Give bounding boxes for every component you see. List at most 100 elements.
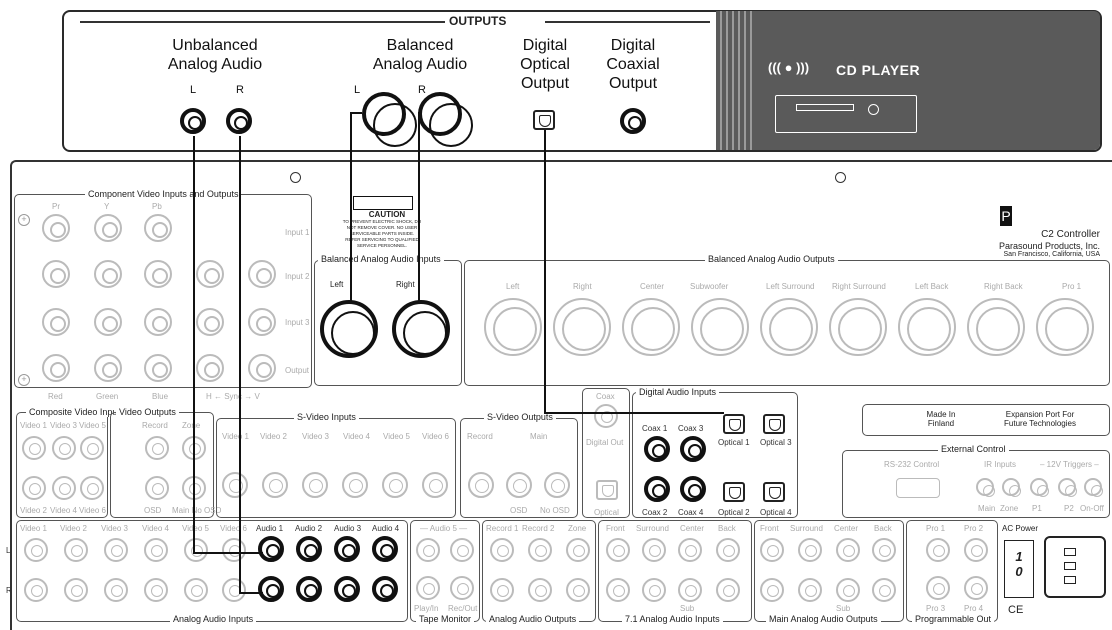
digital-out-coax-jack[interactable] bbox=[594, 404, 618, 428]
component-jack[interactable] bbox=[42, 214, 70, 242]
optical-input[interactable] bbox=[763, 482, 785, 502]
balanced-output-xlr[interactable] bbox=[622, 298, 680, 356]
main-out-jack[interactable] bbox=[836, 538, 860, 562]
prog-jack[interactable] bbox=[964, 576, 988, 600]
analog-in-jack[interactable] bbox=[334, 536, 360, 562]
balanced-output-xlr[interactable] bbox=[967, 298, 1025, 356]
main-out-jack[interactable] bbox=[798, 538, 822, 562]
seven-one-jack[interactable] bbox=[678, 578, 702, 602]
balanced-input-left[interactable] bbox=[320, 300, 378, 358]
composite-jack[interactable] bbox=[52, 476, 76, 500]
balanced-output-xlr[interactable] bbox=[760, 298, 818, 356]
component-jack[interactable] bbox=[42, 260, 70, 288]
seven-one-jack[interactable] bbox=[678, 538, 702, 562]
analog-out-jack[interactable] bbox=[528, 538, 552, 562]
analog-in-jack[interactable] bbox=[184, 578, 208, 602]
trigger-jack[interactable] bbox=[1030, 478, 1048, 496]
analog-in-jack[interactable] bbox=[24, 578, 48, 602]
analog-in-jack[interactable] bbox=[258, 536, 284, 562]
analog-in-jack[interactable] bbox=[144, 538, 168, 562]
cd-optical-output[interactable] bbox=[533, 110, 555, 130]
coax-input-jack[interactable] bbox=[644, 436, 670, 462]
rs232-port[interactable] bbox=[896, 478, 940, 498]
analog-in-jack[interactable] bbox=[258, 576, 284, 602]
tape-jack[interactable] bbox=[416, 576, 440, 600]
ac-inlet[interactable] bbox=[1044, 536, 1106, 598]
svideo-output-jack[interactable] bbox=[544, 472, 570, 498]
seven-one-jack[interactable] bbox=[716, 538, 740, 562]
component-jack[interactable] bbox=[144, 354, 172, 382]
main-out-jack[interactable] bbox=[872, 538, 896, 562]
video-out-jack[interactable] bbox=[145, 476, 169, 500]
analog-out-jack[interactable] bbox=[566, 538, 590, 562]
video-out-jack[interactable] bbox=[145, 436, 169, 460]
analog-in-jack[interactable] bbox=[184, 538, 208, 562]
analog-in-jack[interactable] bbox=[334, 576, 360, 602]
analog-in-jack[interactable] bbox=[222, 578, 246, 602]
svideo-input-jack[interactable] bbox=[382, 472, 408, 498]
composite-jack[interactable] bbox=[52, 436, 76, 460]
analog-in-jack[interactable] bbox=[64, 538, 88, 562]
component-jack[interactable] bbox=[94, 260, 122, 288]
trigger-jack[interactable] bbox=[1084, 478, 1102, 496]
analog-in-jack[interactable] bbox=[104, 578, 128, 602]
balanced-input-right[interactable] bbox=[392, 300, 450, 358]
cd-balanced-left-xlr[interactable] bbox=[362, 92, 406, 136]
tape-jack[interactable] bbox=[450, 538, 474, 562]
svideo-input-jack[interactable] bbox=[342, 472, 368, 498]
analog-out-jack[interactable] bbox=[490, 578, 514, 602]
balanced-output-xlr[interactable] bbox=[1036, 298, 1094, 356]
main-out-jack[interactable] bbox=[872, 578, 896, 602]
component-jack[interactable] bbox=[94, 214, 122, 242]
prog-jack[interactable] bbox=[926, 538, 950, 562]
component-jack[interactable] bbox=[248, 354, 276, 382]
optical-input[interactable] bbox=[763, 414, 785, 434]
ir-jack[interactable] bbox=[976, 478, 994, 496]
analog-in-jack[interactable] bbox=[24, 538, 48, 562]
coax-input-jack[interactable] bbox=[644, 476, 670, 502]
main-out-jack[interactable] bbox=[798, 578, 822, 602]
seven-one-jack[interactable] bbox=[642, 538, 666, 562]
coax-input-jack[interactable] bbox=[680, 476, 706, 502]
ir-jack[interactable] bbox=[1002, 478, 1020, 496]
cd-coaxial-output[interactable] bbox=[620, 108, 646, 134]
seven-one-jack[interactable] bbox=[716, 578, 740, 602]
component-jack[interactable] bbox=[144, 214, 172, 242]
svideo-output-jack[interactable] bbox=[506, 472, 532, 498]
component-jack[interactable] bbox=[42, 308, 70, 336]
analog-out-jack[interactable] bbox=[490, 538, 514, 562]
analog-in-jack[interactable] bbox=[64, 578, 88, 602]
analog-in-jack[interactable] bbox=[104, 538, 128, 562]
component-jack[interactable] bbox=[248, 260, 276, 288]
coax-input-jack[interactable] bbox=[680, 436, 706, 462]
balanced-output-xlr[interactable] bbox=[484, 298, 542, 356]
component-jack[interactable] bbox=[144, 308, 172, 336]
component-jack[interactable] bbox=[196, 308, 224, 336]
optical-input[interactable] bbox=[723, 482, 745, 502]
component-jack[interactable] bbox=[248, 308, 276, 336]
composite-jack[interactable] bbox=[22, 476, 46, 500]
tape-jack[interactable] bbox=[416, 538, 440, 562]
component-jack[interactable] bbox=[196, 260, 224, 288]
svideo-input-jack[interactable] bbox=[302, 472, 328, 498]
optical-input[interactable] bbox=[723, 414, 745, 434]
balanced-output-xlr[interactable] bbox=[553, 298, 611, 356]
svideo-output-jack[interactable] bbox=[468, 472, 494, 498]
analog-in-jack[interactable] bbox=[372, 576, 398, 602]
cd-unbalanced-left-jack[interactable] bbox=[180, 108, 206, 134]
seven-one-jack[interactable] bbox=[642, 578, 666, 602]
svideo-input-jack[interactable] bbox=[422, 472, 448, 498]
component-jack[interactable] bbox=[144, 260, 172, 288]
main-out-jack[interactable] bbox=[836, 578, 860, 602]
component-jack[interactable] bbox=[42, 354, 70, 382]
component-jack[interactable] bbox=[94, 308, 122, 336]
analog-in-jack[interactable] bbox=[296, 576, 322, 602]
seven-one-jack[interactable] bbox=[606, 538, 630, 562]
balanced-output-xlr[interactable] bbox=[898, 298, 956, 356]
cd-unbalanced-right-jack[interactable] bbox=[226, 108, 252, 134]
analog-in-jack[interactable] bbox=[296, 536, 322, 562]
svideo-input-jack[interactable] bbox=[262, 472, 288, 498]
component-jack[interactable] bbox=[196, 354, 224, 382]
balanced-output-xlr[interactable] bbox=[691, 298, 749, 356]
svideo-input-jack[interactable] bbox=[222, 472, 248, 498]
